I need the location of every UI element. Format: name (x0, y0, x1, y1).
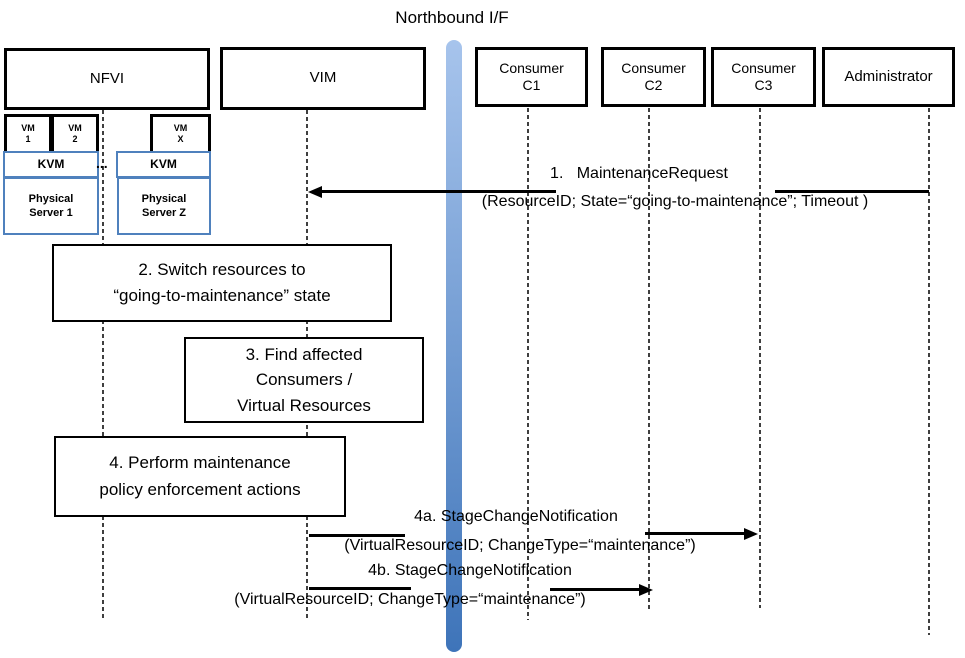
ps1-label-line2: Server 1 (29, 207, 73, 219)
northbound-interface-title: Northbound I/F (395, 8, 509, 27)
message-4b-line-right (550, 588, 641, 591)
message-4b-arrowhead-icon (639, 583, 653, 596)
step-2-line2: “going-to-maintenance” state (113, 286, 331, 305)
actor-consumer-c1: Consumer C1 (475, 47, 588, 107)
vm2-label-line1: VM (68, 123, 82, 134)
actor-vim-label: VIM (309, 69, 337, 87)
step-2-line1: 2. Switch resources to (138, 259, 306, 279)
message-4a-line-right (645, 532, 746, 535)
actor-c3-label-line1: Consumer (731, 59, 796, 76)
actor-admin-label: Administrator (844, 67, 933, 85)
actor-nfvi-label: NFVI (89, 69, 125, 87)
northbound-interface-bar (446, 40, 462, 652)
vmx-box: VM X (150, 114, 211, 154)
message-1-arrowhead-icon (308, 185, 322, 198)
lifeline-consumer-c1 (527, 101, 529, 620)
actor-c2-label-line2: C2 (644, 77, 663, 93)
actor-c3-label-line2: C3 (754, 77, 773, 93)
vm2-box: VM 2 (51, 114, 99, 154)
step-4-line2: policy enforcement actions (99, 479, 301, 499)
actor-vim: VIM (220, 47, 426, 110)
message-1-line-right (775, 190, 929, 193)
actor-consumer-c3: Consumer C3 (711, 47, 816, 107)
message-4a-line-left (309, 534, 405, 537)
vm1-label-line1: VM (21, 123, 35, 134)
ps1-label-line1: Physical (28, 192, 74, 205)
step-4-line1: 4. Perform maintenance (109, 453, 291, 473)
psz-label-line1: Physical (141, 192, 187, 205)
physical-server-z-box: Physical Server Z (117, 177, 211, 235)
step-2-box: 2. Switch resources to “going-to-mainten… (52, 244, 392, 322)
message-4b-line-left (309, 587, 411, 590)
actor-c2-label-line1: Consumer (621, 59, 686, 76)
lifeline-consumer-c2 (648, 101, 650, 610)
step-4-box: 4. Perform maintenance policy enforcemen… (54, 436, 346, 517)
actor-c1-label-line2: C1 (522, 77, 541, 93)
kvm1-label: KVM (37, 156, 65, 171)
vmx-label-line2: X (177, 134, 184, 144)
actor-administrator: Administrator (822, 47, 955, 107)
step-3-line1: 3. Find affected (245, 344, 363, 364)
message-4a-arrowhead-icon (744, 527, 758, 540)
message-4b-label: 4b. StageChangeNotification (368, 562, 572, 579)
message-1-label: 1. MaintenanceRequest (550, 165, 728, 182)
physical-server-1-box: Physical Server 1 (3, 177, 99, 235)
message-4b-params: (VirtualResourceID; ChangeType=“maintena… (234, 591, 586, 608)
vm1-label-line2: 1 (25, 134, 31, 144)
message-1-params: (ResourceID; State=“going-to-maintenance… (481, 193, 869, 210)
lifeline-consumer-c3 (759, 101, 761, 608)
lifeline-administrator (928, 101, 930, 635)
actor-nfvi: NFVI (4, 48, 210, 110)
step-3-line3: Virtual Resources (237, 395, 371, 415)
message-4a-label: 4a. StageChangeNotification (414, 508, 618, 525)
kvm2-box: KVM (116, 151, 211, 178)
step-3-line2: Consumers / (255, 370, 353, 390)
message-4a-params: (VirtualResourceID; ChangeType=“maintena… (344, 537, 696, 554)
lifeline-nfvi (102, 103, 104, 620)
kvm2-label: KVM (150, 156, 177, 171)
vmx-label-line1: VM (173, 123, 188, 134)
actor-consumer-c2: Consumer C2 (601, 47, 706, 107)
actor-c1-label-line1: Consumer (499, 59, 564, 76)
vm1-box: VM 1 (4, 114, 52, 154)
message-1-line-left (319, 190, 556, 193)
psz-label-line2: Server Z (141, 207, 187, 219)
vm2-label-line2: 2 (72, 134, 78, 144)
kvm1-box: KVM (3, 151, 99, 178)
step-3-box: 3. Find affected Consumers / Virtual Res… (184, 337, 424, 423)
ellipsis-dots: ... (96, 155, 108, 171)
